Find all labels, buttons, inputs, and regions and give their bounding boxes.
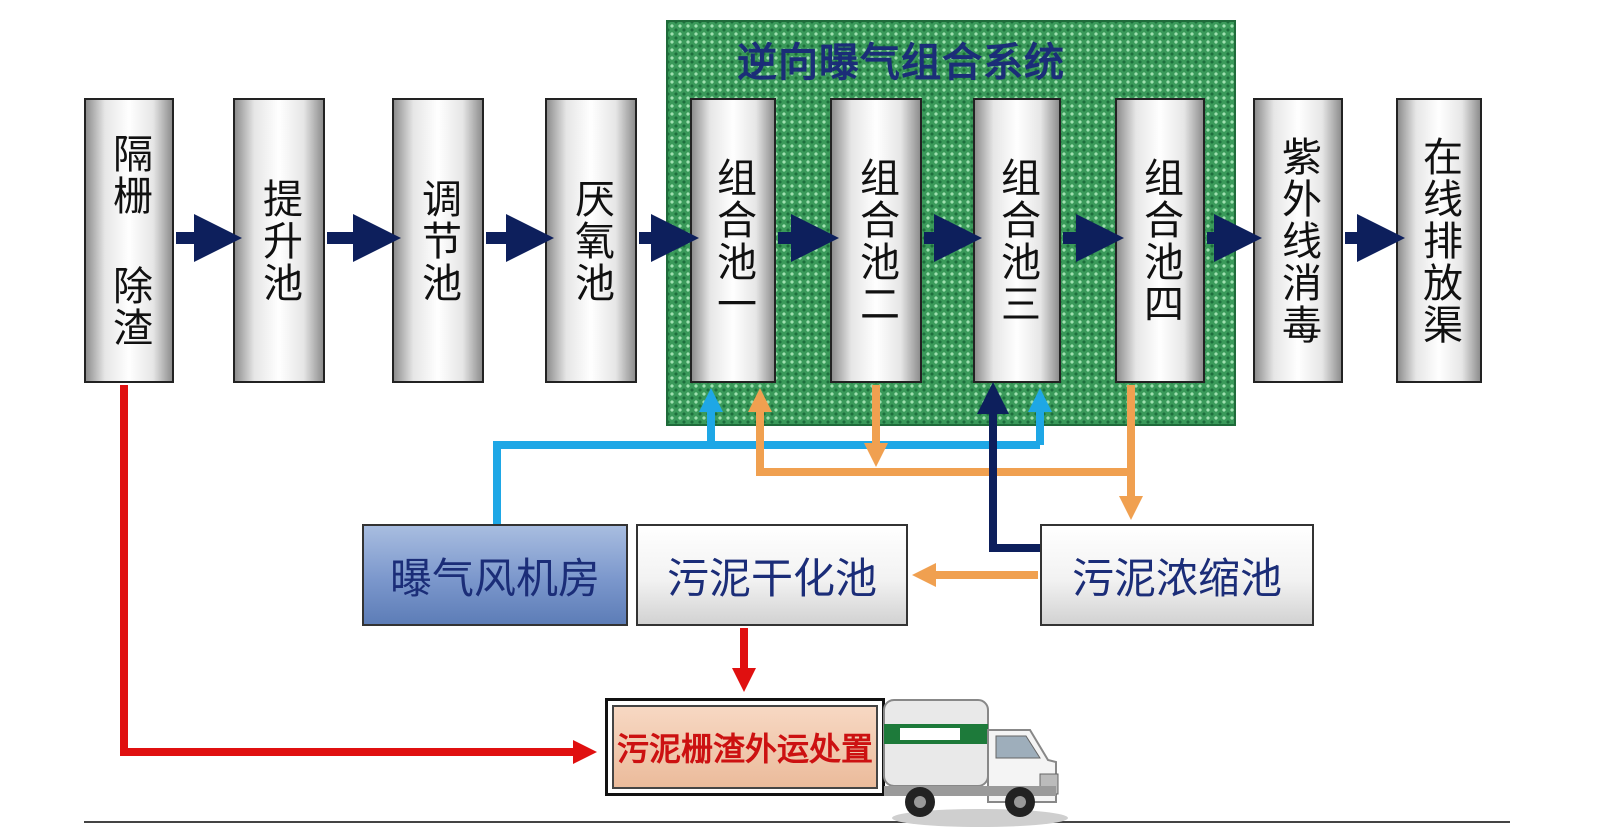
step-combo-pool-2-label: 组合池二 xyxy=(853,156,899,325)
screening-lines xyxy=(120,385,756,764)
sludge-thickening-pool: 污泥浓缩池 xyxy=(1040,524,1314,626)
step-combo-pool-1-label: 组合池一 xyxy=(710,156,756,325)
step-uv-disinfection: 紫外线消毒 xyxy=(1253,98,1343,383)
step-combo-pool-4-label: 组合池四 xyxy=(1137,156,1183,325)
air-main-line xyxy=(493,441,1040,524)
sludge-drying-pool: 污泥干化池 xyxy=(636,524,908,626)
air-supply-lines xyxy=(493,388,1052,524)
return-thickening-to-combo3 xyxy=(977,382,1040,552)
step-combo-pool-2: 组合池二 xyxy=(830,98,922,383)
step-lift-pool-label: 提升池 xyxy=(256,177,302,304)
truck-icon xyxy=(883,699,1068,827)
sludge-drying-pool-label: 污泥干化池 xyxy=(666,553,877,603)
step-discharge-channel: 在线排放渠 xyxy=(1396,98,1482,383)
sludge-lines xyxy=(748,385,1143,587)
step-uv-disinfection-label: 紫外线消毒 xyxy=(1275,135,1321,346)
disposal-label: 污泥栅渣外运处置 xyxy=(616,730,873,768)
step-grille: 隔栅 除渣 xyxy=(84,98,174,383)
step-discharge-channel-label: 在线排放渠 xyxy=(1416,135,1462,346)
step-combo-pool-4: 组合池四 xyxy=(1115,98,1205,383)
combined-system-title: 逆向曝气组合系统 xyxy=(737,40,1065,86)
return-line xyxy=(977,382,1040,552)
blower-room: 曝气风机房 xyxy=(362,524,628,626)
step-adjust-pool: 调节池 xyxy=(392,98,484,383)
disposal-box: 污泥栅渣外运处置 xyxy=(605,698,885,796)
step-anaerobic-pool: 厌氧池 xyxy=(545,98,637,383)
sludge-return-combo4 xyxy=(748,385,1135,476)
step-grille-label: 隔栅 除渣 xyxy=(106,132,152,349)
sludge-thickening-pool-label: 污泥浓缩池 xyxy=(1071,553,1282,603)
step-anaerobic-pool-label: 厌氧池 xyxy=(568,177,614,304)
blower-room-label: 曝气风机房 xyxy=(389,553,600,603)
step-combo-pool-3-label: 组合池三 xyxy=(994,156,1040,325)
screenings-to-disposal xyxy=(120,385,597,764)
step-combo-pool-1: 组合池一 xyxy=(690,98,776,383)
step-adjust-pool-label: 调节池 xyxy=(415,177,461,304)
step-combo-pool-3: 组合池三 xyxy=(973,98,1061,383)
